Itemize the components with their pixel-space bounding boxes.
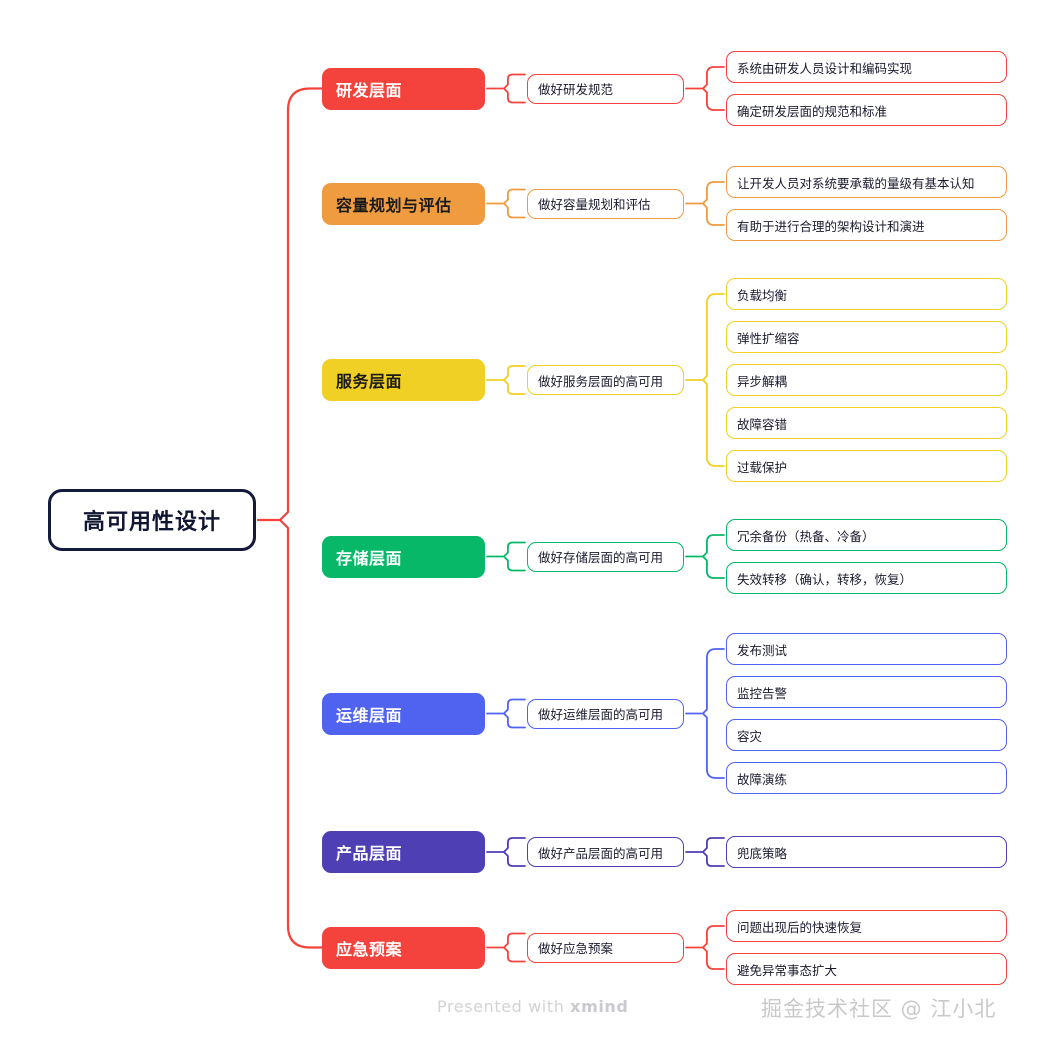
leaf-node-label: 有助于进行合理的架构设计和演进: [737, 218, 925, 234]
leaf-node-label: 失效转移（确认，转移，恢复）: [737, 571, 913, 587]
leaf-node-service-4[interactable]: 过载保护: [726, 450, 1007, 482]
leaf-node-label: 故障演练: [737, 771, 788, 787]
mid-node-storage[interactable]: 做好存储层面的高可用: [527, 541, 684, 572]
leaf-node-ops-3[interactable]: 故障演练: [726, 762, 1007, 794]
mid-node-label: 做好容量规划和评估: [538, 197, 651, 212]
leaf-node-capacity-1[interactable]: 有助于进行合理的架构设计和演进: [726, 209, 1007, 241]
mid-node-rd[interactable]: 做好研发规范: [527, 73, 684, 104]
leaf-node-label: 负载均衡: [737, 287, 788, 303]
juejin-watermark: 掘金技术社区 @ 江小北: [761, 997, 997, 1021]
branch-node-label: 运维层面: [336, 705, 403, 725]
leaf-node-label: 监控告警: [737, 685, 788, 701]
leaf-node-emergency-1[interactable]: 避免异常事态扩大: [726, 953, 1007, 985]
mid-node-label: 做好产品层面的高可用: [538, 845, 664, 861]
branch-node-label: 研发层面: [336, 80, 403, 100]
leaf-node-service-3[interactable]: 故障容错: [726, 407, 1007, 439]
leaf-node-label: 容灾: [737, 728, 763, 744]
leaf-node-label: 故障容错: [737, 416, 788, 432]
leaf-node-label: 过载保护: [737, 459, 788, 475]
branch-node-label: 存储层面: [336, 548, 403, 568]
leaf-node-service-1[interactable]: 弹性扩缩容: [726, 321, 1007, 353]
mid-node-label: 做好应急预案: [538, 941, 614, 956]
leaf-node-label: 避免异常事态扩大: [737, 962, 838, 978]
xmind-watermark-brand: xmind: [570, 997, 629, 1016]
leaf-node-capacity-0[interactable]: 让开发人员对系统要承载的量级有基本认知: [726, 166, 1007, 198]
mid-node-product[interactable]: 做好产品层面的高可用: [527, 837, 684, 867]
root-node[interactable]: 高可用性设计: [48, 489, 256, 551]
leaf-node-label: 让开发人员对系统要承载的量级有基本认知: [737, 175, 975, 191]
branch-node-ops[interactable]: 运维层面: [322, 692, 485, 735]
branch-node-label: 产品层面: [336, 844, 403, 863]
mid-node-label: 做好运维层面的高可用: [538, 707, 664, 722]
mid-node-label: 做好存储层面的高可用: [538, 550, 664, 565]
mid-node-emergency[interactable]: 做好应急预案: [527, 932, 684, 963]
leaf-node-label: 兜底策略: [737, 845, 788, 861]
branch-node-label: 服务层面: [336, 372, 403, 391]
branch-node-label: 应急预案: [336, 939, 403, 959]
leaf-node-service-2[interactable]: 异步解耦: [726, 364, 1007, 396]
branch-node-capacity[interactable]: 容量规划与评估: [322, 182, 485, 225]
mid-node-service[interactable]: 做好服务层面的高可用: [527, 365, 684, 395]
leaf-node-label: 确定研发层面的规范和标准: [737, 103, 888, 119]
mid-node-capacity[interactable]: 做好容量规划和评估: [527, 188, 684, 219]
leaf-node-label: 问题出现后的快速恢复: [737, 919, 863, 935]
branch-node-product[interactable]: 产品层面: [322, 831, 485, 873]
leaf-node-rd-1[interactable]: 确定研发层面的规范和标准: [726, 94, 1007, 126]
branch-node-label: 容量规划与评估: [336, 195, 452, 215]
mid-node-ops[interactable]: 做好运维层面的高可用: [527, 698, 684, 729]
leaf-node-label: 冗余备份（热备、冷备）: [737, 528, 875, 544]
leaf-node-label: 弹性扩缩容: [737, 330, 800, 346]
root-node-label: 高可用性设计: [82, 510, 221, 535]
leaf-node-ops-0[interactable]: 发布测试: [726, 633, 1007, 665]
leaf-node-label: 发布测试: [737, 642, 788, 658]
leaf-node-product-0[interactable]: 兜底策略: [726, 836, 1007, 868]
leaf-node-storage-1[interactable]: 失效转移（确认，转移，恢复）: [726, 562, 1007, 594]
leaf-node-emergency-0[interactable]: 问题出现后的快速恢复: [726, 910, 1007, 942]
leaf-node-rd-0[interactable]: 系统由研发人员设计和编码实现: [726, 51, 1007, 83]
xmind-watermark-prefix: Presented with: [437, 997, 571, 1016]
leaf-node-label: 异步解耦: [737, 373, 788, 389]
mid-node-label: 做好研发规范: [538, 82, 614, 97]
mid-node-label: 做好服务层面的高可用: [538, 373, 664, 389]
xmind-watermark: Presented with xmind: [437, 997, 628, 1016]
branch-node-rd[interactable]: 研发层面: [322, 67, 485, 110]
branch-node-service[interactable]: 服务层面: [322, 359, 485, 401]
leaf-node-storage-0[interactable]: 冗余备份（热备、冷备）: [726, 519, 1007, 551]
leaf-node-label: 系统由研发人员设计和编码实现: [737, 60, 913, 76]
branch-node-emergency[interactable]: 应急预案: [322, 926, 485, 969]
leaf-node-service-0[interactable]: 负载均衡: [726, 278, 1007, 310]
leaf-node-ops-2[interactable]: 容灾: [726, 719, 1007, 751]
branch-node-storage[interactable]: 存储层面: [322, 535, 485, 578]
leaf-node-ops-1[interactable]: 监控告警: [726, 676, 1007, 708]
